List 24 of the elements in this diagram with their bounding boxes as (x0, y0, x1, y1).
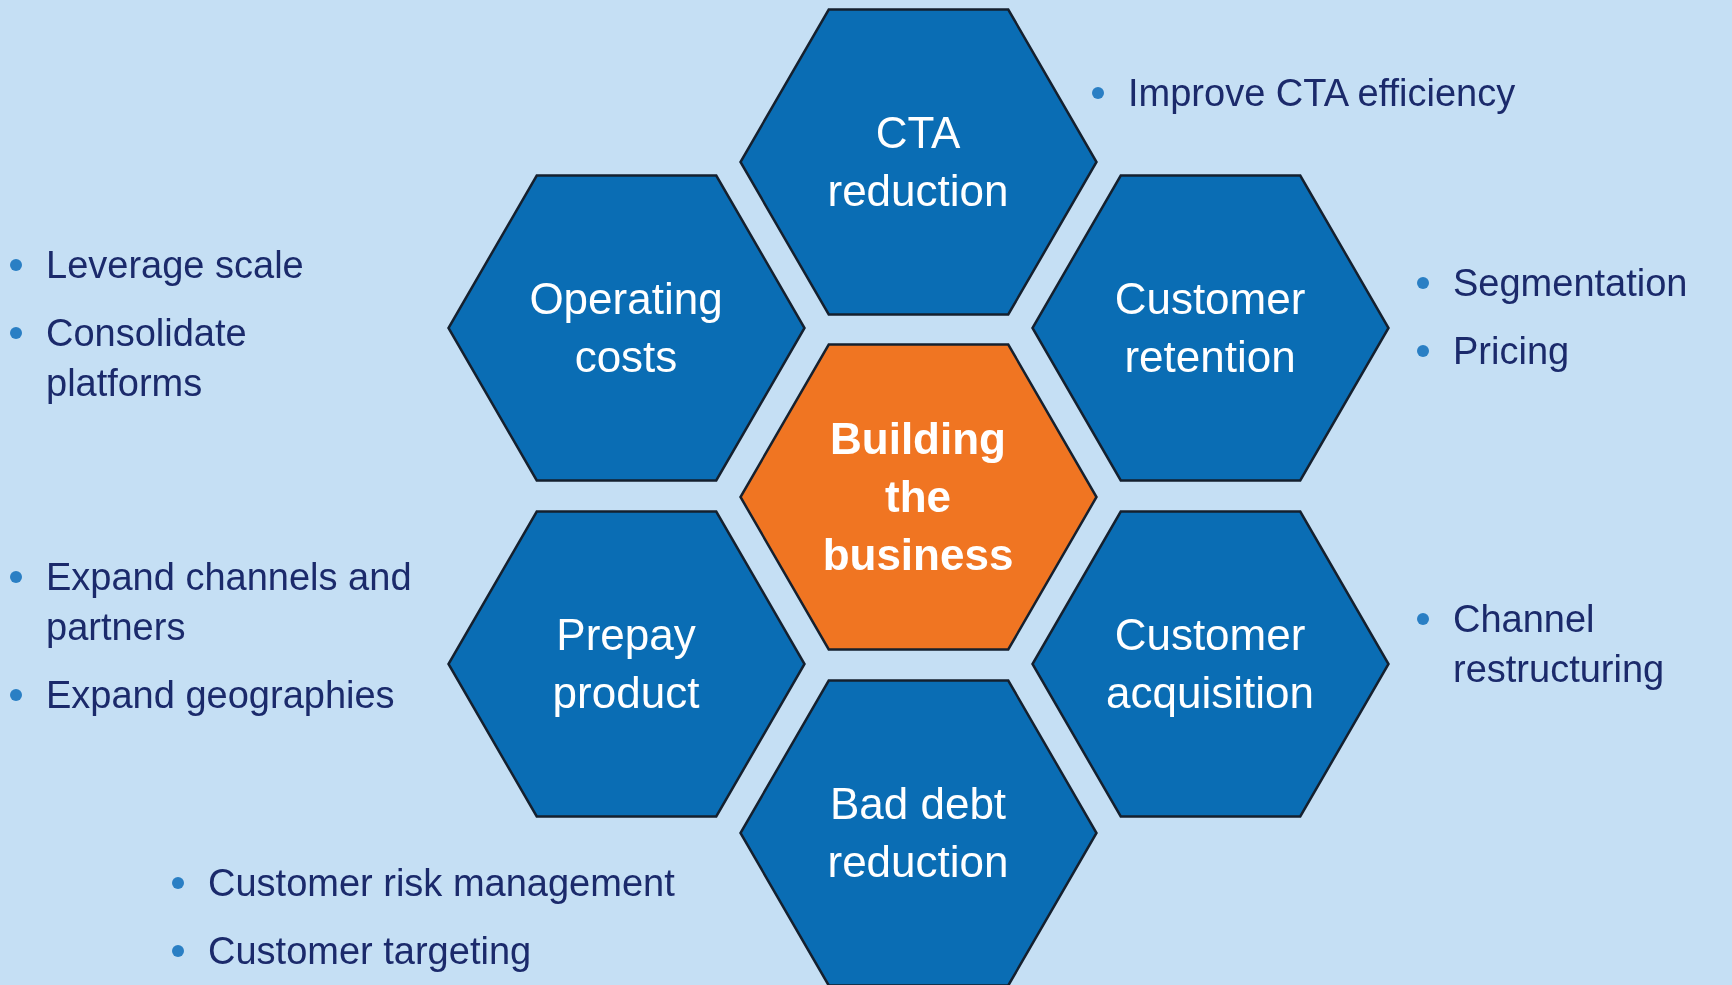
bullet-point: Customer targeting (170, 926, 770, 976)
bullet-point: Pricing (1415, 326, 1732, 376)
hexagon (738, 8, 1098, 316)
bullet-point: Channel restructuring (1415, 594, 1715, 694)
hexagon (738, 679, 1098, 985)
hexagon-label: Operating costs (528, 273, 724, 383)
hexagon (738, 343, 1098, 651)
hexagon-label: Prepay product (551, 609, 701, 719)
bullet-point: Expand channels and partners (8, 552, 448, 652)
hexagon (1030, 510, 1390, 818)
hexagon-label: Customer retention (1113, 273, 1307, 383)
bullet-point: Improve CTA efficiency (1090, 68, 1610, 118)
bullet-point: Leverage scale (8, 240, 338, 290)
bullet-point: Consolidate platforms (8, 308, 338, 408)
bullet-point: Segmentation (1415, 258, 1732, 308)
hexagon (446, 174, 806, 482)
bullet-point: Customer risk management (170, 858, 770, 908)
hexagon (446, 510, 806, 818)
hexagon (1030, 174, 1390, 482)
hexagon-label: Bad debt reduction (826, 778, 1010, 888)
bullet-point: Expand geographies (8, 670, 448, 720)
hexagon-label: Customer acquisition (1105, 609, 1315, 719)
hexagon-label: CTA reduction (826, 107, 1010, 217)
hexagon-label: Building the business (821, 413, 1015, 581)
